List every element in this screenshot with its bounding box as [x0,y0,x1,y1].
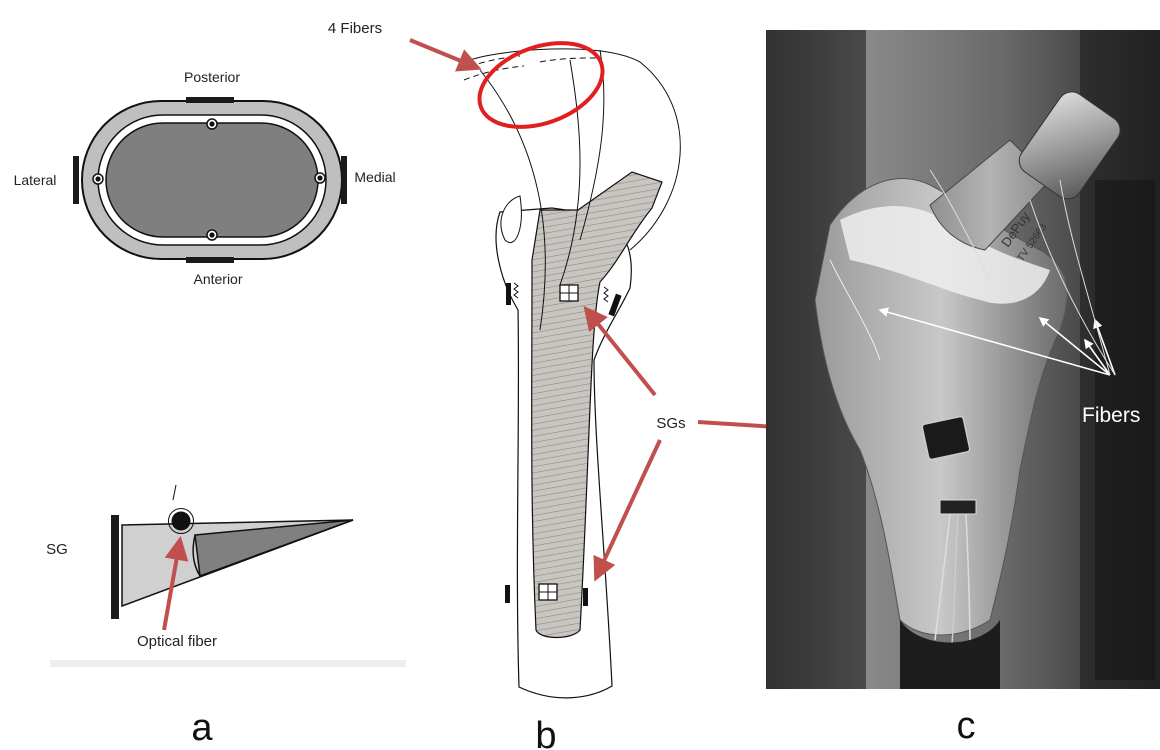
strain-gauge-pad [111,515,119,619]
label-sg: SG [46,541,68,558]
optical-fiber-core [172,512,191,531]
fibers-highlight-ellipse [468,27,614,142]
panel-a: Posterior Anterior Lateral Medial SG Opt… [14,69,406,749]
label-4-fibers: 4 Fibers [328,20,382,37]
label-fibers-photo: Fibers [1082,404,1140,427]
strain-gauge-anterior [186,257,234,263]
panel-label-c: c [957,705,976,747]
strain-gauge-distal [539,584,557,600]
label-optical-fiber: Optical fiber [137,633,217,650]
strain-gauge-posterior [186,97,234,103]
strain-gauge-medial [341,156,347,204]
photo-strain-gauge [922,416,971,460]
strain-gauge-proximal [560,285,578,301]
panel-label-a: a [191,707,213,749]
panel-label-b: b [535,715,556,750]
strain-gauge-lateral [73,156,79,204]
sgs-arrow-distal [596,440,660,578]
label-posterior: Posterior [184,69,240,85]
bone-cross-section [73,97,347,263]
fibers-arrow [410,40,478,68]
label-anterior: Anterior [193,271,242,287]
label-medial: Medial [354,169,395,185]
label-sgs: SGs [656,415,685,432]
strain-gauge-detail [111,485,353,619]
label-lateral: Lateral [14,172,57,188]
panel-c: DePuy TV 52663 Fibers c [766,30,1160,747]
